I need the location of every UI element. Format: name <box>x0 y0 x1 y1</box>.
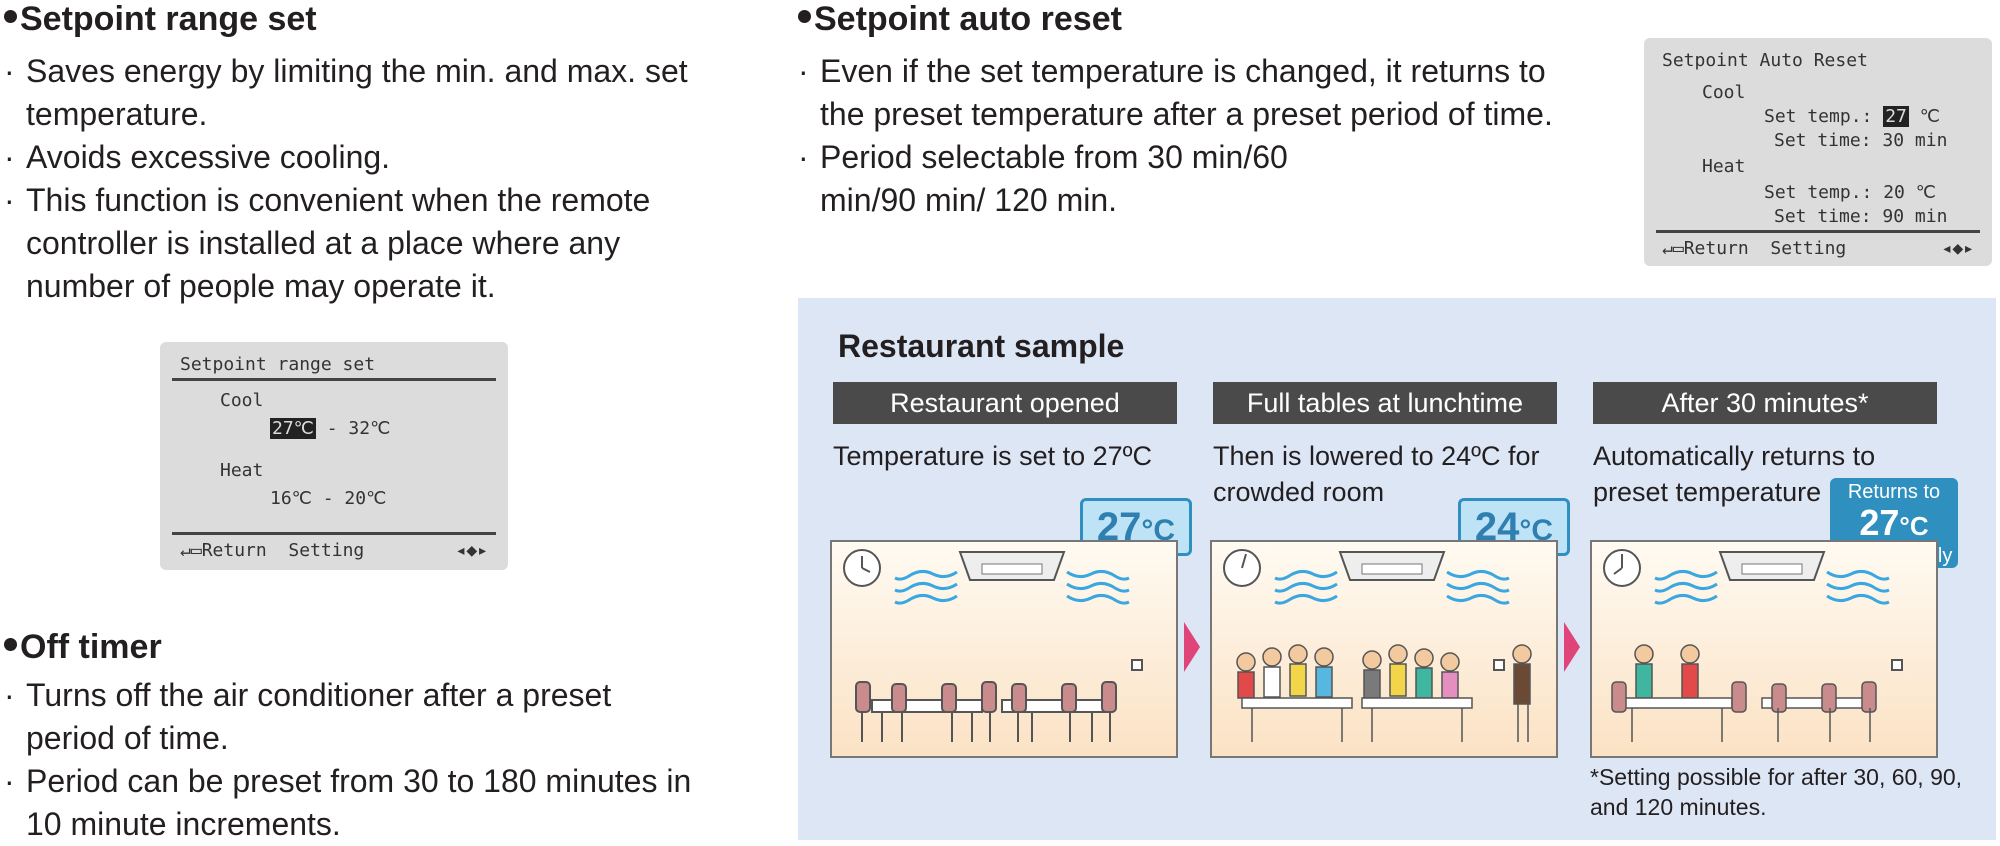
next-arrow-icon <box>1184 622 1200 672</box>
lcd-footer: ↵▭Return Setting <box>1662 238 1847 259</box>
footnote: *Setting possible for after 30, 60, 90, … <box>1590 764 1963 820</box>
lcd-heat-temp: Set temp.: 20 ℃ <box>1764 182 1936 203</box>
airflow-icon <box>1654 569 1890 605</box>
bullet-dot-icon <box>798 9 811 23</box>
list-item: Avoids excessive cooling. <box>4 136 704 179</box>
lcd-divider <box>172 532 496 535</box>
step-label-lunchtime: Full tables at lunchtime <box>1213 382 1557 424</box>
auto-reset-heading: Setpoint auto reset <box>798 0 1122 39</box>
lcd-divider <box>1656 230 1980 233</box>
return-icon: ↵▭ <box>1662 238 1684 259</box>
scene-illustration <box>1603 549 1903 742</box>
scene-full-tables <box>1210 540 1558 758</box>
setpoint-range-lcd: Setpoint range set Cool 27℃ - 32℃ Heat 1… <box>160 342 508 570</box>
list-item: Period selectable from 30 min/60 min/90 … <box>798 136 1320 222</box>
step-desc-opened: Temperature is set to 27ºC <box>833 441 1153 471</box>
airflow-icon <box>894 569 1130 605</box>
lcd-cool-min: 27℃ <box>270 418 316 439</box>
diners-icon <box>1611 644 1877 742</box>
lcd-title: Setpoint range set <box>180 354 376 375</box>
setpoint-range-heading: Setpoint range set <box>4 0 317 39</box>
air-conditioner-icon <box>1718 551 1826 581</box>
auto-reset-bullets: Even if the set temperature is changed, … <box>798 50 1578 222</box>
lcd-cool-temp: Set temp.: 27 ℃ <box>1764 106 1940 127</box>
scene-after-30-minutes <box>1590 540 1938 758</box>
arrow-keys-icon: ◂◆▸ <box>1941 238 1974 259</box>
bullet-dot-icon <box>4 637 17 651</box>
lcd-footer: ↵▭Return Setting <box>180 540 365 561</box>
step-desc-lunchtime: Then is lowered to 24ºC for crowded room <box>1213 441 1540 507</box>
scene-illustration <box>1223 549 1532 742</box>
setpoint-range-bullets: Saves energy by limiting the min. and ma… <box>4 50 704 308</box>
list-item: This function is convenient when the rem… <box>4 179 706 308</box>
lcd-divider <box>172 378 496 381</box>
step-label-opened: Restaurant opened <box>833 382 1177 424</box>
air-conditioner-icon <box>1338 551 1446 581</box>
next-arrow-icon <box>1564 622 1580 672</box>
scene-illustration <box>843 549 1143 742</box>
airflow-icon <box>1274 569 1510 605</box>
lcd-heat-label: Heat <box>220 460 264 481</box>
lcd-heat-label: Heat <box>1702 156 1746 177</box>
bullet-dot-icon <box>4 9 17 23</box>
tables-and-chairs-icon <box>855 681 1117 742</box>
thermostat-icon <box>1493 659 1505 671</box>
thermostat-icon <box>1131 659 1143 671</box>
step-label-after-30: After 30 minutes* <box>1593 382 1937 424</box>
return-icon: ↵▭ <box>180 540 202 561</box>
off-timer-heading: Off timer <box>4 628 162 667</box>
lcd-cool-range: 27℃ - 32℃ <box>270 418 391 439</box>
air-conditioner-icon <box>958 551 1066 581</box>
lcd-heat-range: 16℃ - 20℃ <box>270 488 387 509</box>
lcd-cool-label: Cool <box>220 390 264 411</box>
list-item: Saves energy by limiting the min. and ma… <box>4 50 704 136</box>
scene-restaurant-opened <box>830 540 1178 758</box>
list-item: Period can be preset from 30 to 180 minu… <box>4 760 724 846</box>
lcd-title: Setpoint Auto Reset <box>1662 50 1868 71</box>
diners-icon <box>1236 644 1532 742</box>
list-item: Turns off the air conditioner after a pr… <box>4 674 666 760</box>
off-timer-bullets: Turns off the air conditioner after a pr… <box>4 674 724 846</box>
lcd-cool-label: Cool <box>1702 82 1746 103</box>
restaurant-sample-title: Restaurant sample <box>838 328 1125 364</box>
restaurant-sample-panel: Restaurant sample Restaurant opened Full… <box>798 298 1996 840</box>
lcd-heat-time: Set time: 90 min <box>1774 206 1948 227</box>
lcd-cool-time: Set time: 30 min <box>1774 130 1948 151</box>
arrow-keys-icon: ◂◆▸ <box>455 540 488 561</box>
list-item: Even if the set temperature is changed, … <box>798 50 1578 136</box>
thermostat-icon <box>1891 659 1903 671</box>
auto-reset-lcd: Setpoint Auto Reset Cool Set temp.: 27 ℃… <box>1644 38 1992 266</box>
